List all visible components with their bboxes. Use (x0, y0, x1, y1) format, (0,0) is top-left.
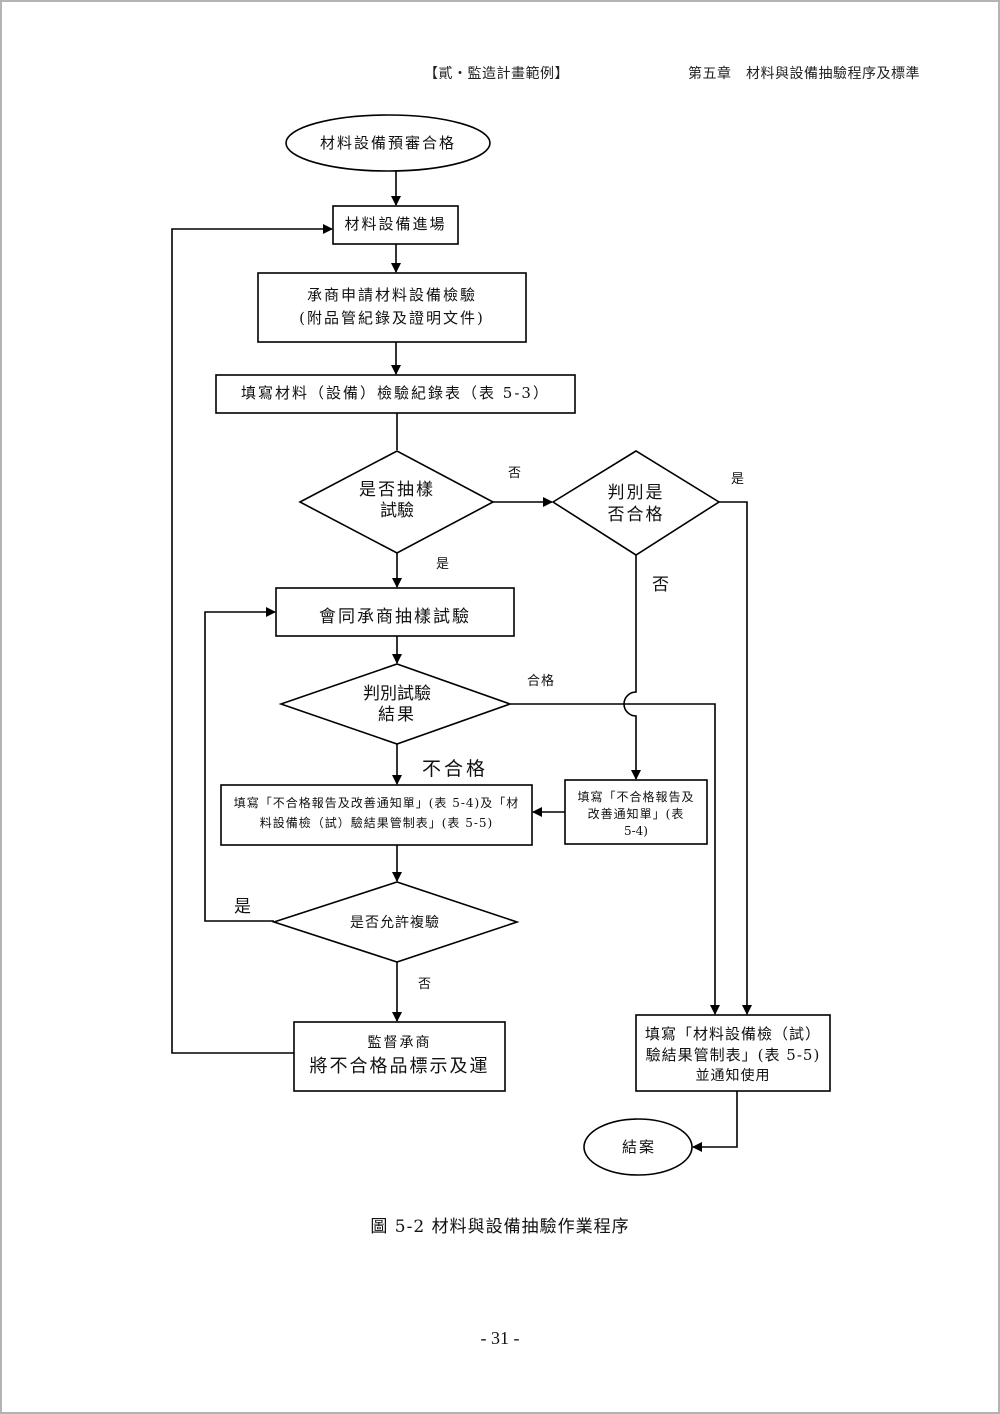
qualify-decision-label-line2: 否合格 (607, 505, 665, 525)
edge-label-result-pass: 合格 (527, 674, 556, 689)
start-terminal-label: 材料設備預審合格 (319, 134, 456, 152)
start-terminal-shape (285, 114, 491, 172)
edge-label-retest-yes: 是 (234, 897, 251, 917)
supervise-box-label-line1: 監督承商 (367, 1035, 432, 1051)
fail-report-box-shape (220, 784, 533, 846)
header-section-title: 【貳・監造計畫範例】 (424, 66, 569, 82)
end-terminal-label: 結案 (621, 1138, 656, 1156)
edge-control-end (692, 1091, 738, 1152)
arrival-box-label: 材料設備進場 (344, 215, 447, 233)
fail-notice-box-label-line3: 5-4) (623, 824, 648, 838)
retest-decision-label: 是否允許複驗 (350, 915, 440, 931)
supervise-box-label-line2: 將不合格品標示及運 (309, 1056, 490, 1077)
edge-label-qualify-yes: 是 (731, 472, 745, 487)
fail-notice-box-label-line2: 改善通知單」(表 (587, 807, 685, 821)
fill-record-box-label: 填寫材料（設備）檢驗紀錄表（表 5-3） (241, 384, 550, 402)
qualify-decision-label-line1: 判別是 (607, 483, 665, 503)
edge-label-result-fail: 不合格 (422, 758, 489, 780)
page-number: - 31 - (480, 1328, 520, 1348)
apply-box-shape (257, 272, 527, 343)
edge-retest-yes (204, 607, 276, 922)
fail-notice-box-label-line1: 填寫「不合格報告及 (577, 790, 695, 804)
control-table-box-shape (635, 1014, 831, 1092)
result-decision-label-line2: 結果 (378, 705, 416, 725)
supervise-box-shape (293, 1021, 506, 1092)
sample-decision-label-line1: 是否抽樣 (359, 480, 435, 500)
edge-result-pass (510, 703, 720, 1015)
joint-test-box-shape (275, 587, 515, 637)
control-table-box-label-line3: 並通知使用 (695, 1068, 771, 1084)
arrival-box-shape (332, 205, 459, 245)
edge-qualify-no (623, 555, 641, 780)
result-decision-label-line1: 判別試驗 (363, 684, 431, 704)
fail-report-box-label-line1: 填寫「不合格報告及改善通知單」(表 5-4)及「材 (233, 796, 520, 810)
sample-decision-label-line2: 試驗 (380, 501, 414, 521)
edge-supervise-arrival (171, 224, 333, 1054)
edge-label-retest-no: 否 (418, 977, 432, 992)
retest-decision-shape (271, 881, 520, 963)
control-table-box-label-line1: 填寫「材料設備檢（試） (644, 1025, 821, 1043)
joint-test-box-label: 會同承商抽樣試驗 (319, 607, 471, 627)
fail-report-box-label-line2: 料設備檢（試）驗結果管制表」(表 5-5) (259, 816, 494, 830)
edge-label-sample-yes: 是 (436, 557, 450, 572)
fill-record-box-shape (215, 374, 576, 414)
figure-caption: 圖 5-2 材料與設備抽驗作業程序 (370, 1217, 630, 1237)
control-table-box-label-line2: 驗結果管制表」(表 5-5) (645, 1046, 821, 1064)
header-chapter-title: 第五章 材料與設備抽驗程序及標準 (688, 66, 920, 82)
edge-qualify-yes (719, 501, 752, 1015)
apply-box-label-line2: (附品管紀錄及證明文件) (299, 309, 485, 327)
edge-label-sample-no: 否 (508, 466, 522, 481)
fail-notice-box-shape (564, 779, 708, 845)
edge-label-qualify-no: 否 (652, 575, 669, 595)
apply-box-label-line1: 承商申請材料設備檢驗 (306, 286, 477, 304)
